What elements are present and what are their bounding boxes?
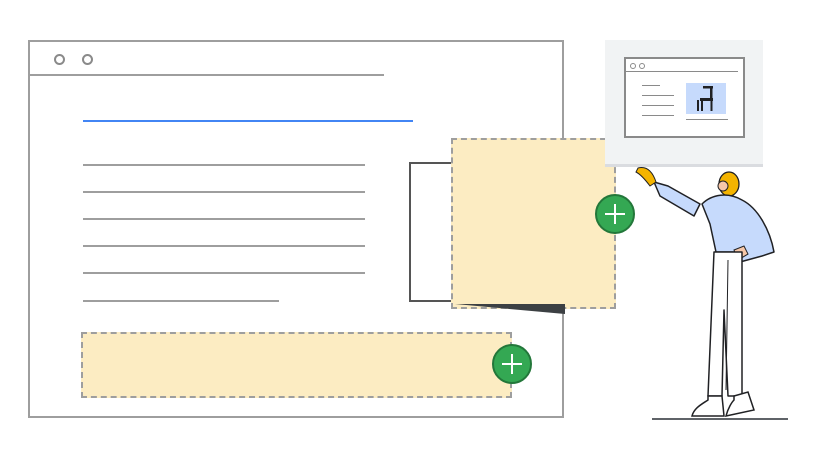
add-side-slot-button[interactable] xyxy=(595,194,635,234)
add-bottom-slot-button[interactable] xyxy=(492,344,532,384)
mini-text-line xyxy=(642,115,674,116)
window-control-dot xyxy=(82,54,93,65)
mini-text-line xyxy=(642,95,674,96)
heading-line xyxy=(83,120,413,122)
mini-caption-line xyxy=(686,119,728,120)
text-line xyxy=(83,164,365,166)
mini-text-line xyxy=(642,105,674,106)
mini-window-dot xyxy=(630,63,636,69)
title-bar-rule xyxy=(30,74,384,76)
mini-page-panel[interactable] xyxy=(605,40,763,166)
mini-image xyxy=(686,83,726,114)
mini-browser-window xyxy=(624,57,745,138)
text-line xyxy=(83,191,365,193)
text-line xyxy=(83,218,365,220)
chair-icon xyxy=(697,86,713,111)
ground-line xyxy=(652,418,788,420)
bottom-slot[interactable] xyxy=(81,332,512,398)
slot-connector xyxy=(409,162,453,302)
mini-window-dot xyxy=(639,63,645,69)
text-line xyxy=(83,272,365,274)
side-slot[interactable] xyxy=(451,138,616,309)
mini-text-line xyxy=(642,85,660,86)
text-line xyxy=(83,300,279,302)
window-control-dot xyxy=(54,54,65,65)
person-illustration xyxy=(635,167,775,417)
panel-ledge xyxy=(605,164,763,167)
text-line xyxy=(83,245,365,247)
slot-shadow xyxy=(455,304,565,314)
mini-title-rule xyxy=(626,71,738,72)
